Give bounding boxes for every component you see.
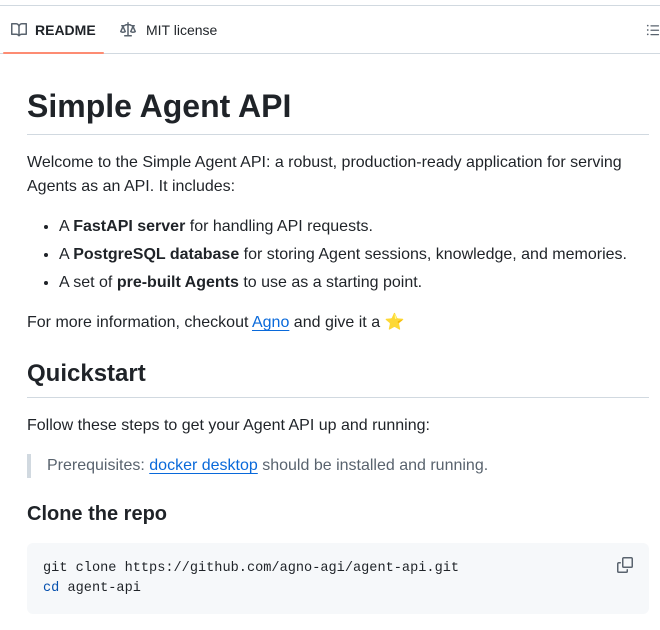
quickstart-heading: Quickstart xyxy=(27,359,649,398)
code-line: git clone https://github.com/agno-agi/ag… xyxy=(43,561,460,576)
top-divider xyxy=(0,5,660,6)
more-info-suffix: and give it a xyxy=(289,314,385,331)
scale-icon xyxy=(120,21,136,36)
code-block: git clone https://github.com/agno-agi/ag… xyxy=(27,543,649,614)
code-line-rest: agent-api xyxy=(59,580,141,596)
feature-bold: PostgreSQL database xyxy=(73,246,240,263)
page-title: Simple Agent API xyxy=(27,86,649,135)
feature-prefix: A xyxy=(59,246,74,263)
readme-tab-bar: README MIT license xyxy=(0,6,660,54)
readme-content: Simple Agent API Welcome to the Simple A… xyxy=(27,54,649,614)
list-item: A PostgreSQL database for storing Agent … xyxy=(59,243,649,267)
copy-icon[interactable] xyxy=(617,557,633,573)
tab-mit-license-label: MIT license xyxy=(146,21,218,38)
tab-readme[interactable]: README xyxy=(3,6,104,54)
list-item: A FastAPI server for handling API reques… xyxy=(59,215,649,239)
agno-link[interactable]: Agno xyxy=(251,314,290,331)
book-icon xyxy=(11,22,27,36)
star-icon: ⭐ xyxy=(384,314,405,331)
feature-suffix: to use as a starting point. xyxy=(238,274,423,291)
code-keyword: cd xyxy=(43,580,60,596)
prereq-suffix: should be installed and running. xyxy=(257,457,489,474)
feature-bold: pre-built Agents xyxy=(116,274,239,291)
more-info-paragraph: For more information, checkout Agno and … xyxy=(27,311,649,335)
prerequisites-note: Prerequisites: docker desktop should be … xyxy=(27,454,649,478)
docker-desktop-link[interactable]: docker desktop xyxy=(149,457,258,474)
list-unordered-icon[interactable] xyxy=(646,22,660,38)
code-text[interactable]: git clone https://github.com/agno-agi/ag… xyxy=(43,559,633,598)
tab-readme-label: README xyxy=(35,21,96,38)
feature-bold: FastAPI server xyxy=(73,218,186,235)
prereq-prefix: Prerequisites: xyxy=(47,457,150,474)
more-info-prefix: For more information, checkout xyxy=(27,314,252,331)
tab-mit-license[interactable]: MIT license xyxy=(120,6,217,53)
intro-paragraph: Welcome to the Simple Agent API: a robus… xyxy=(27,154,622,195)
feature-prefix: A set of xyxy=(59,274,117,291)
quickstart-text: Follow these steps to get your Agent API… xyxy=(27,417,430,434)
list-item: A set of pre-built Agents to use as a st… xyxy=(59,271,649,295)
feature-suffix: for storing Agent sessions, knowledge, a… xyxy=(239,246,627,263)
clone-repo-heading: Clone the repo xyxy=(27,503,168,525)
features-list: A FastAPI server for handling API reques… xyxy=(27,215,649,295)
feature-prefix: A xyxy=(59,218,74,235)
feature-suffix: for handling API requests. xyxy=(185,218,373,235)
